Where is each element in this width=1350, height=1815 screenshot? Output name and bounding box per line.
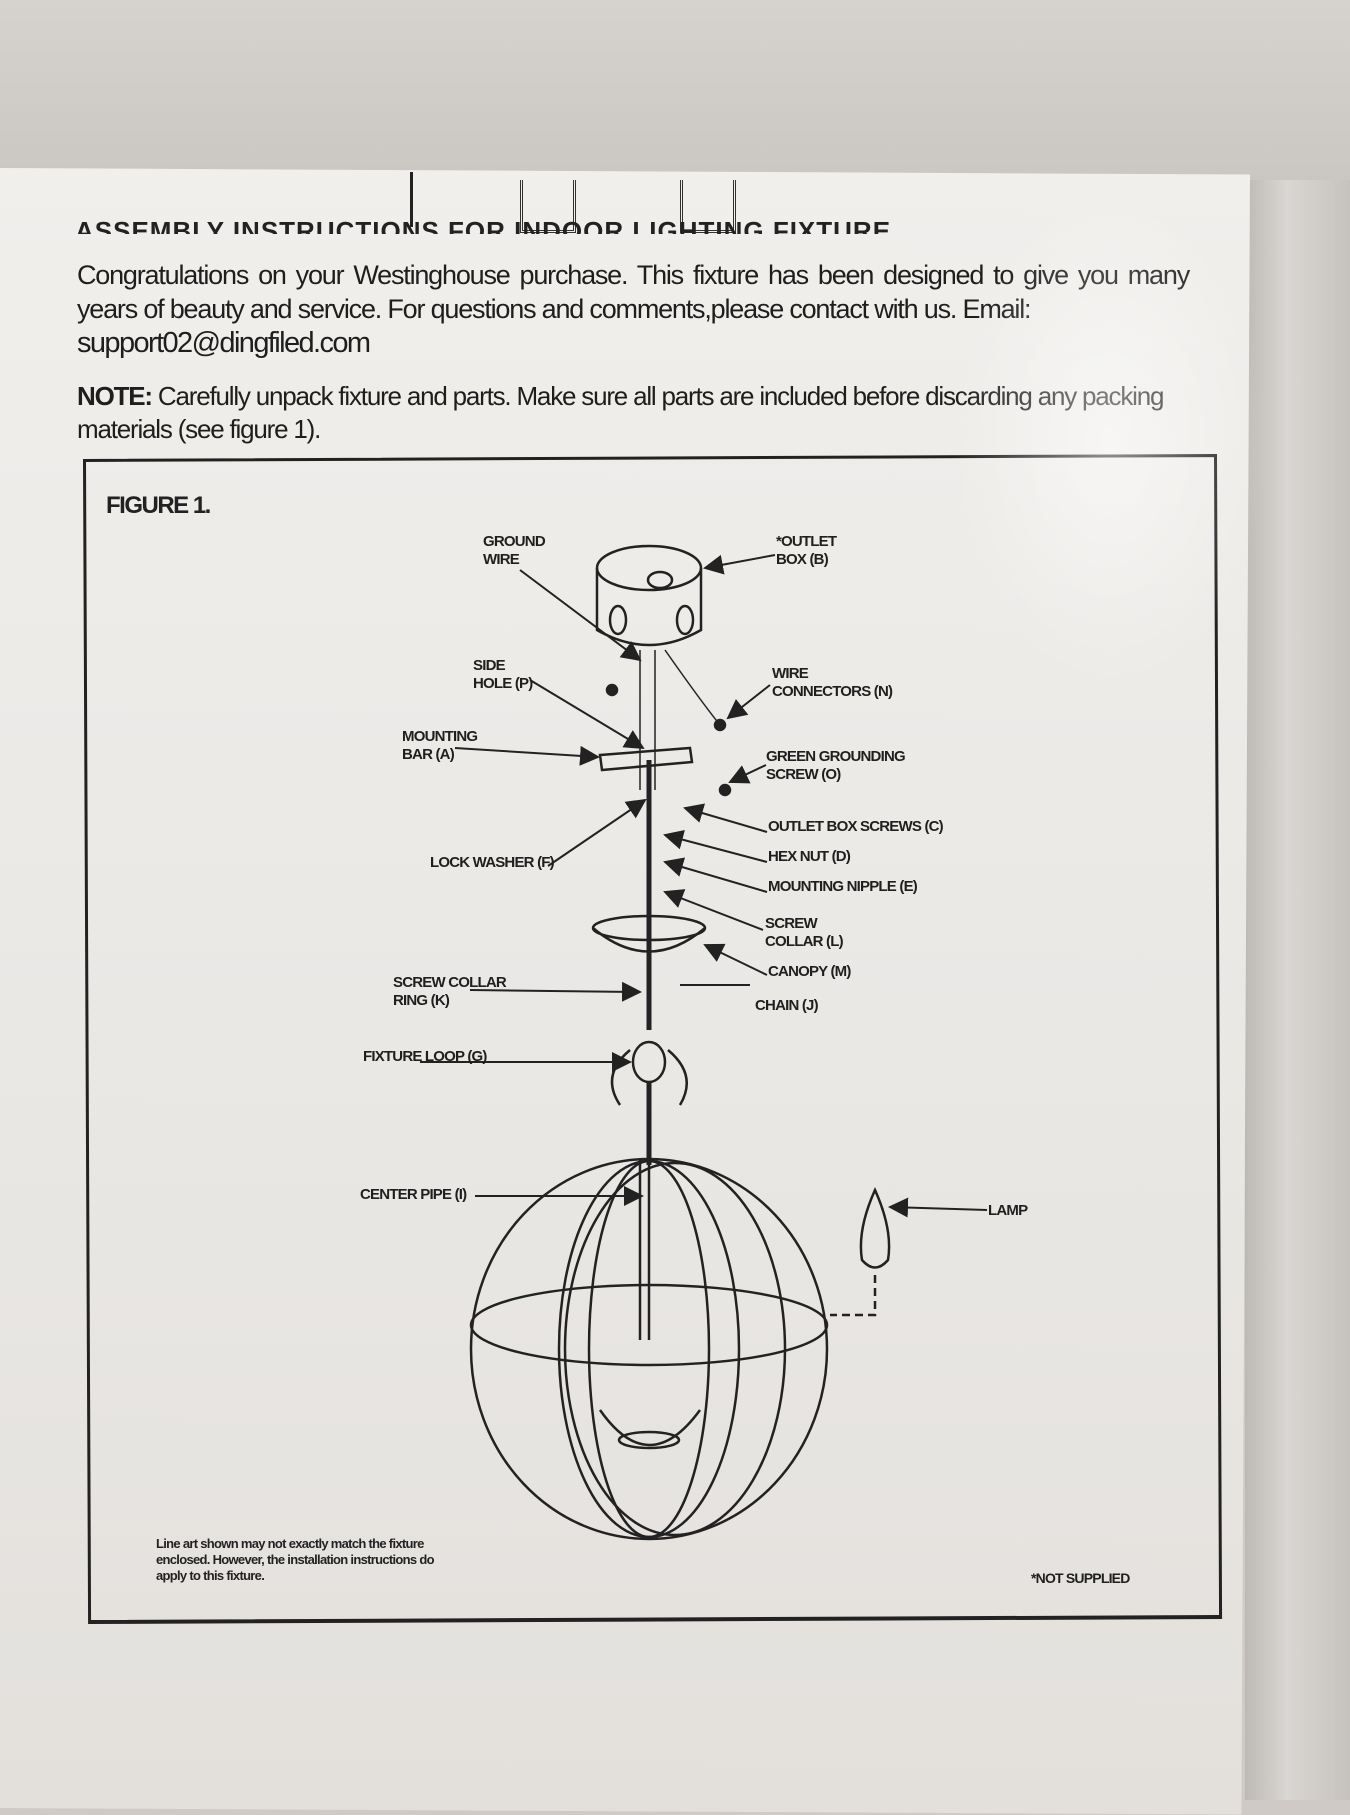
- label-green-grounding-screw: GREEN GROUNDING SCREW (O): [766, 748, 906, 783]
- barcode-mark: [520, 180, 576, 233]
- label-screw-collar: SCREW COLLAR (L): [765, 915, 844, 950]
- cut-mark: [410, 172, 413, 227]
- label-canopy: CANOPY (M): [768, 963, 851, 980]
- label-outlet-box-screws: OUTLET BOX SCREWS (C): [768, 818, 944, 835]
- mounting-bar-drawing: [598, 746, 694, 772]
- outlet-box-drawing: [595, 544, 703, 647]
- lamp-drawing: [830, 1186, 891, 1317]
- label-wire-connectors: WIRE CONNECTORS (N): [772, 665, 893, 700]
- line-art-disclaimer: Line art shown may not exactly match the…: [156, 1536, 435, 1583]
- label-screw-collar-ring: SCREW COLLAR RING (K): [393, 974, 507, 1009]
- support-email[interactable]: support02@dingfiled.com: [77, 327, 371, 359]
- not-supplied-note: *NOT SUPPLIED: [1031, 1570, 1130, 1586]
- fabric-background: [0, 0, 1350, 200]
- label-fixture-loop: FIXTURE LOOP (G): [363, 1048, 487, 1065]
- leader-lines: [420, 554, 988, 1218]
- label-chain: CHAIN (J): [755, 997, 819, 1014]
- document-title: ASSEMBLY INSTRUCTIONS FOR INDOOR LIGHTIN…: [75, 216, 892, 234]
- label-center-pipe: CENTER PIPE (I): [360, 1186, 467, 1203]
- label-hex-nut: HEX NUT (D): [768, 848, 851, 865]
- barcode-mark: [680, 180, 736, 233]
- canopy-drawing: [591, 914, 707, 953]
- figure-title: FIGURE 1.: [106, 492, 211, 519]
- header-strip: ASSEMBLY INSTRUCTIONS FOR INDOOR LIGHTIN…: [75, 172, 1225, 234]
- label-lamp: LAMP: [988, 1202, 1028, 1219]
- globe-cage-drawing: [469, 1157, 829, 1541]
- label-side-hole: SIDE HOLE (P): [473, 657, 533, 692]
- label-ground-wire: GROUND WIRE: [483, 533, 546, 568]
- note-label: NOTE:: [77, 381, 153, 411]
- label-mounting-nipple: MOUNTING NIPPLE (E): [768, 878, 918, 895]
- label-lock-washer: LOCK WASHER (F): [430, 854, 555, 871]
- label-outlet-box: *OUTLET BOX (B): [776, 533, 837, 568]
- label-mounting-bar: MOUNTING BAR (A): [402, 728, 478, 763]
